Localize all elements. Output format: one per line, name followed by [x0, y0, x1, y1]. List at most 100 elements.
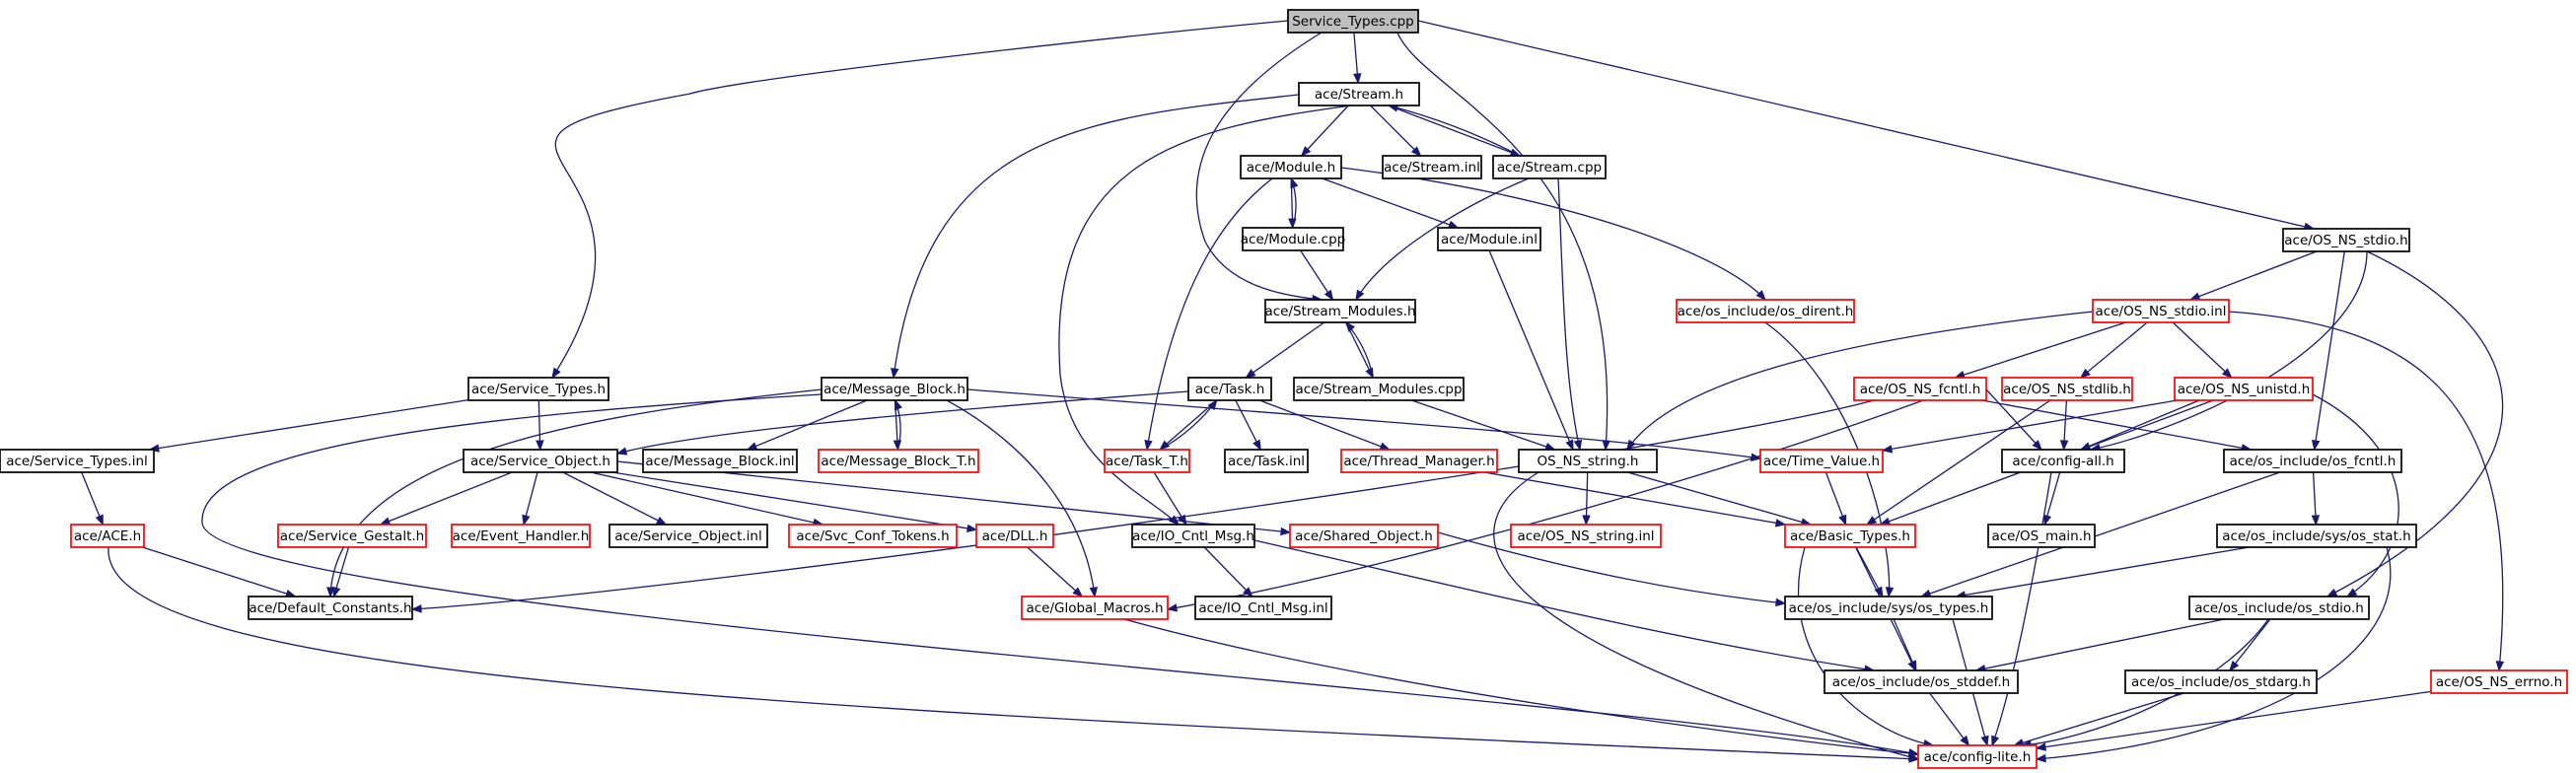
node-os-ns-fcntl-h[interactable]: ace/OS_NS_fcntl.h [1853, 377, 1987, 401]
edges-layer [81, 20, 2505, 763]
node-config-all-h[interactable]: ace/config-all.h [2001, 449, 2125, 473]
node-thread-manager-h[interactable]: ace/Thread_Manager.h [1340, 449, 1498, 473]
node-label: ace/DLL.h [982, 528, 1048, 544]
node-message-block-h[interactable]: ace/Message_Block.h [821, 377, 968, 401]
edge-line [2228, 311, 2504, 671]
node-module-inl[interactable]: ace/Module.inl [1437, 227, 1541, 251]
node-os-ns-stdio-inl[interactable]: ace/OS_NS_stdio.inl [2092, 299, 2230, 323]
node-service-gestalt-h[interactable]: ace/Service_Gestalt.h [277, 524, 427, 548]
arrowhead [1775, 597, 1787, 607]
edge-io_cntl_msg_h-to-io_cntl_msg_inl [1203, 546, 1253, 597]
edge-os_ns_fcntl_h-to-config_all_h [1985, 388, 2042, 452]
node-label: ace/OS_NS_stdlib.h [2003, 382, 2131, 397]
arrowhead [2035, 742, 2046, 751]
node-global-macros-h[interactable]: ace/Global_Macros.h [1021, 596, 1169, 620]
node-os-ns-errno-h[interactable]: ace/OS_NS_errno.h [2430, 669, 2568, 694]
node-module-h[interactable]: ace/Module.h [1240, 155, 1342, 179]
edge-line [380, 471, 513, 526]
arrowhead [1344, 320, 1356, 332]
node-dll-h[interactable]: ace/DLL.h [975, 524, 1054, 548]
edge-os_fcntl_h-to-sys_os_stat_h [2311, 471, 2321, 527]
node-dirent[interactable]: ace/os_include/os_dirent.h [1676, 299, 1855, 323]
node-label: ace/Stream.cpp [1497, 160, 1602, 176]
arrowhead [1300, 146, 1312, 158]
node-task-inl[interactable]: ace/Task.inl [1224, 449, 1309, 473]
edge-line [1991, 471, 2052, 746]
node-shared-object-h[interactable]: ace/Shared_Object.h [1289, 524, 1439, 548]
edge-line [1203, 546, 1253, 597]
node-stream-h[interactable]: ace/Stream.h [1298, 82, 1420, 106]
node-stream-cpp[interactable]: ace/Stream.cpp [1492, 155, 1607, 179]
edge-os_ns_fcntl_h-to-global_macros_h [1166, 399, 1924, 612]
node-basic-types-h[interactable]: ace/Basic_Types.h [1784, 524, 1916, 548]
node-stream-inl[interactable]: ace/Stream.inl [1382, 155, 1482, 179]
node-stream-modules-h[interactable]: ace/Stream_Modules.h [1264, 299, 1416, 323]
edge-line [2312, 393, 2399, 597]
node-service-types-h[interactable]: ace/Service_Types.h [467, 377, 609, 401]
node-sys-os-types-h[interactable]: ace/os_include/sys/os_types.h [1784, 596, 1993, 620]
edge-line [2189, 250, 2318, 301]
node-task-h[interactable]: ace/Task.h [1187, 377, 1272, 401]
node-box [463, 449, 618, 473]
edge-service_gestalt_h-to-default_constants_h [332, 546, 350, 598]
node-os-stdio-h[interactable]: ace/os_include/os_stdio.h [2188, 596, 2370, 620]
node-os-ns-string-h[interactable]: OS_NS_string.h [1518, 449, 1658, 473]
edge-line [1146, 177, 1273, 451]
arrowhead [332, 586, 341, 598]
arrowhead [2079, 368, 2091, 379]
node-os-fcntl-h[interactable]: ace/os_include/os_fcntl.h [2223, 449, 2402, 473]
node-box [2223, 449, 2402, 473]
edge-stream_modules_cpp-to-stream_modules_h [1344, 320, 1374, 379]
edge-sys_os_stat_h-to-sys_os_types_h [1955, 546, 2250, 599]
node-config-lite-h[interactable]: ace/config-lite.h [1917, 744, 2038, 769]
edge-module_h-to-module_inl [1322, 177, 1460, 229]
node-service-object-inl[interactable]: ace/Service_Object.inl [608, 524, 768, 548]
arrowhead [1885, 587, 1895, 598]
node-event-handler-h[interactable]: ace/Event_Handler.h [451, 524, 591, 548]
arrowhead [1252, 439, 1261, 452]
node-service-types-inl[interactable]: ace/Service_Types.inl [0, 449, 155, 473]
node-default-constants-h[interactable]: ace/Default_Constants.h [248, 596, 413, 620]
node-message-block-t-h[interactable]: ace/Message_Block_T.h [818, 449, 979, 473]
arrowhead [551, 367, 561, 380]
node-box [1104, 449, 1190, 473]
node-os-stddef-h[interactable]: ace/os_include/os_stddef.h [1824, 669, 2019, 694]
edge-line [2080, 399, 2200, 451]
node-box [1917, 744, 2038, 769]
node-os-ns-string-inl[interactable]: ace/OS_NS_string.inl [1510, 524, 1662, 548]
edge-line [1981, 399, 2252, 451]
node-os-ns-unistd-h[interactable]: ace/OS_NS_unistd.h [2174, 377, 2314, 401]
node-box [1194, 596, 1332, 620]
node-os-main-h[interactable]: ace/OS_main.h [1987, 524, 2096, 548]
arrowhead [1991, 735, 2000, 747]
node-message-block-inl[interactable]: ace/Message_Block.inl [642, 449, 798, 473]
edge-line [1627, 471, 1811, 526]
node-box [642, 449, 798, 473]
node-module-cpp[interactable]: ace/Module.cpp [1241, 227, 1346, 251]
node-label: ace/os_include/os_fcntl.h [2230, 454, 2397, 469]
arrowhead [379, 517, 392, 526]
edge-global_macros_h-to-config_lite_h [1123, 618, 1920, 758]
node-io-cntl-msg-inl[interactable]: ace/IO_Cntl_Msg.inl [1194, 596, 1332, 620]
edge-sys_os_stat_h-to-config_lite_h [2035, 546, 2392, 763]
node-label: ace/Module.inl [1441, 232, 1538, 247]
edge-os_ns_stdio_inl-to-os_ns_errno_h [2228, 311, 2505, 672]
edge-root-to-os_ns_stdio_h [1417, 20, 2316, 232]
arrowhead [1774, 519, 1787, 527]
arrowhead [1280, 527, 1292, 536]
node-task-t-h[interactable]: ace/Task_T.h [1104, 449, 1190, 473]
node-io-cntl-msg-h[interactable]: ace/IO_Cntl_Msg.h [1131, 524, 1255, 548]
node-os-ns-stdlib-h[interactable]: ace/OS_NS_stdlib.h [2001, 377, 2133, 401]
edge-stream_h-to-stream_cpp [1388, 105, 1522, 157]
node-time-value-h[interactable]: ace/Time_Value.h [1759, 449, 1884, 473]
node-service-object-h[interactable]: ace/Service_Object.h [463, 449, 618, 473]
node-sys-os-stat-h[interactable]: ace/os_include/sys/os_stat.h [2216, 524, 2417, 548]
node-os-ns-stdio-h[interactable]: ace/OS_NS_stdio.h [2282, 228, 2410, 252]
node-stream-modules-cpp[interactable]: ace/Stream_Modules.cpp [1293, 377, 1465, 401]
node-ace-h[interactable]: ace/ACE.h [70, 524, 145, 548]
node-svc-conf-tokens-h[interactable]: ace/Svc_Conf_Tokens.h [788, 524, 958, 548]
node-os-stdarg-h[interactable]: ace/os_include/os_stdarg.h [2124, 669, 2318, 694]
edge-service_object_h-to-event_handler_h [522, 471, 538, 527]
edge-basic_types_h-to-config_lite_h [1798, 546, 1935, 748]
